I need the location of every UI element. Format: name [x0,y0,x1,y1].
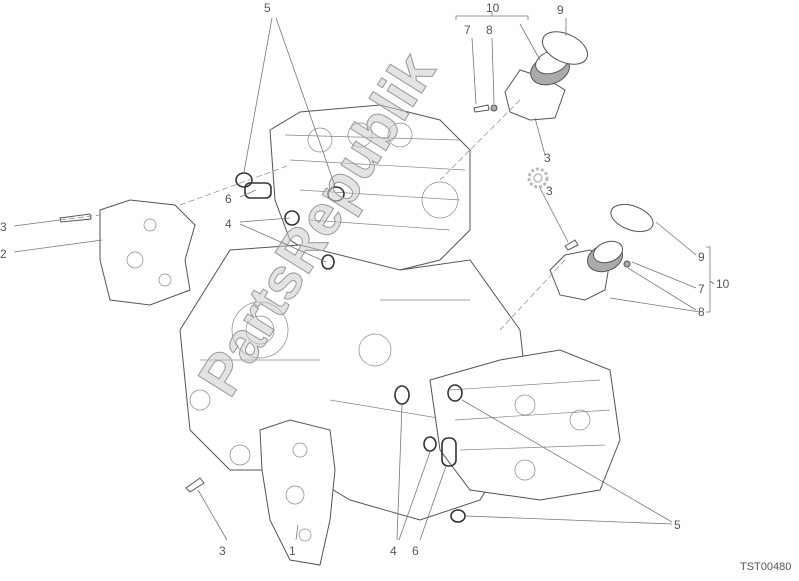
bolts [59,104,631,493]
callout-3-left: 3 [0,220,7,234]
callout-7-right: 7 [698,282,705,296]
clamp-front [610,203,654,233]
rear-cylinder-head [269,104,471,271]
callout-4-bottom: 4 [390,544,397,558]
callout-3-bottom: 3 [219,544,226,558]
callout-3-right-b: 3 [546,184,553,198]
callout-6-left: 6 [225,192,232,206]
leader-lines [13,12,715,541]
callout-10-top: 10 [486,1,500,15]
gear-logo-icon [527,167,549,189]
callout-7-top: 7 [464,23,471,37]
callout-3-right-a: 3 [544,151,551,165]
callout-8-top: 8 [486,23,493,37]
callout-10-right: 10 [716,277,730,291]
callout-5-bottom: 5 [674,518,681,532]
callout-labels: 5 10 7 8 9 3 3 6 4 3 2 9 7 8 10 5 3 1 4 … [0,1,730,558]
callout-5-top: 5 [264,1,271,15]
callout-9-right: 9 [698,250,705,264]
intake-manifold-front [549,240,624,301]
callout-9-top: 9 [557,3,564,17]
callout-2: 2 [0,247,7,261]
callout-8-right: 8 [698,305,705,319]
cover-upper [99,199,196,306]
callout-1: 1 [289,544,296,558]
callout-4-left: 4 [225,217,232,231]
o-rings [235,172,466,523]
callout-6-bottom: 6 [412,544,419,558]
cover-lower [259,419,336,566]
reference-code: TST00480 [740,561,791,573]
clamp-rear [541,31,589,65]
front-cylinder-head [429,349,621,501]
